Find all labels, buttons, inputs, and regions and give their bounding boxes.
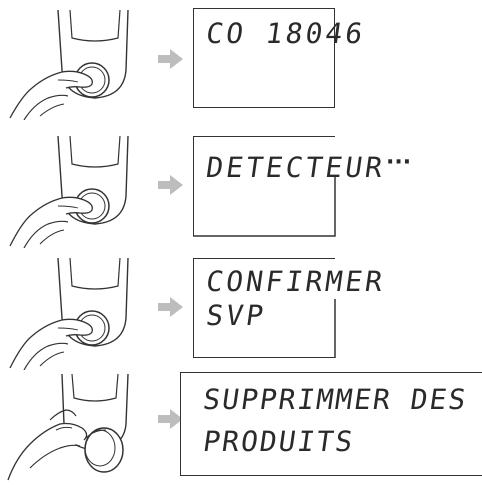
lcd-display: CONFIRMER SVP bbox=[193, 258, 387, 358]
lcd-ellipsis: ··· bbox=[386, 150, 412, 175]
step-1: CO 18046 bbox=[0, 0, 482, 120]
lcd-line-2: PRODUITS bbox=[201, 425, 357, 458]
device-with-finger-press-icon bbox=[9, 257, 129, 370]
lcd-display: DETECTEUR bbox=[193, 136, 387, 236]
device-with-finger-press-icon bbox=[9, 135, 129, 248]
arrow-right-icon bbox=[158, 175, 183, 195]
lcd-display-frame bbox=[334, 299, 336, 358]
lcd-line-1: SUPPRIMMER DES bbox=[201, 383, 470, 416]
arrow-right-icon bbox=[158, 297, 183, 317]
lcd-line-1: CO 18046 bbox=[204, 17, 368, 50]
lcd-display-frame bbox=[193, 177, 336, 237]
arrow-right-icon bbox=[158, 49, 183, 69]
step-3: CONFIRMER SVP bbox=[0, 250, 482, 370]
device-with-hand-turning-knob-icon bbox=[7, 373, 129, 481]
step-2: DETECTEUR ··· bbox=[0, 128, 482, 248]
step-4: SUPPRIMMER DES PRODUITS bbox=[0, 368, 482, 488]
lcd-display: SUPPRIMMER DES PRODUITS bbox=[180, 372, 482, 476]
lcd-display: CO 18046 bbox=[193, 8, 367, 108]
arrow-right-icon bbox=[158, 409, 183, 429]
device-with-finger-press-icon bbox=[9, 9, 129, 120]
